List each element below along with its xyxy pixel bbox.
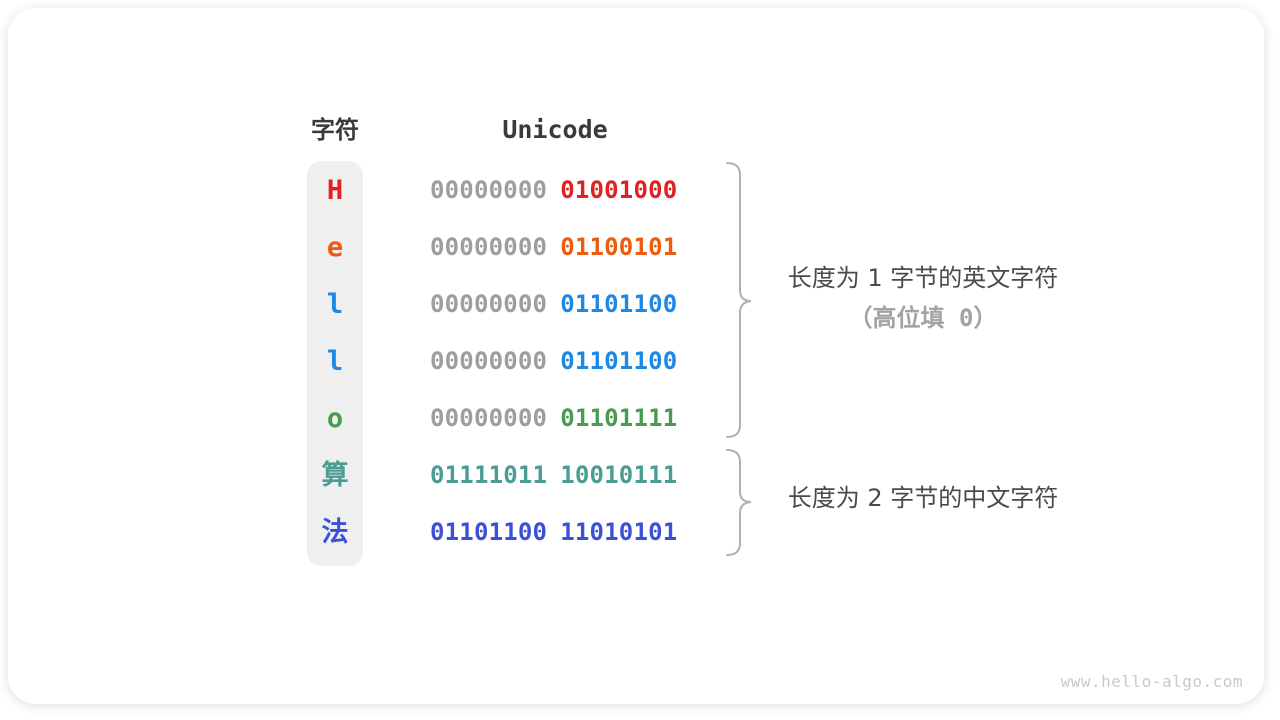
unicode-value-row: 00000000 01101111: [430, 390, 677, 447]
character-column-header: 字符: [311, 116, 359, 144]
annotation-subline: （高位填 0）: [848, 304, 998, 332]
character-cell: e: [326, 232, 344, 263]
brace-path: [726, 162, 752, 438]
high-byte: 01101100: [430, 518, 548, 546]
diagram-card: [8, 8, 1264, 704]
low-byte: 01100101: [560, 233, 678, 261]
character-cell: l: [326, 289, 344, 320]
low-byte: 01101100: [560, 347, 678, 375]
character-column-background: [307, 161, 363, 566]
character-cell: 法: [321, 517, 349, 548]
low-byte: 01001000: [560, 176, 678, 204]
unicode-value-row: 00000000 01100101: [430, 219, 677, 276]
high-byte: 01111011: [430, 461, 548, 489]
unicode-column: 00000000 01001000 00000000 01100101 000000…: [430, 162, 677, 561]
brace-chinese-group-icon: [726, 449, 752, 556]
unicode-value-row: 00000000 01101100: [430, 276, 677, 333]
brace-english-group-icon: [726, 162, 752, 438]
unicode-value-row: 01111011 10010111: [430, 447, 677, 504]
brace-path: [726, 449, 752, 556]
annotation-line: 长度为 1 字节的英文字符: [787, 264, 1059, 292]
watermark-url: www.hello-algo.com: [1060, 672, 1243, 691]
character-cell: H: [326, 175, 344, 206]
unicode-value-row: 01101100 11010101: [430, 504, 677, 561]
character-cell: l: [326, 346, 344, 377]
unicode-value-row: 00000000 01001000: [430, 162, 677, 219]
high-byte: 00000000: [430, 404, 548, 432]
high-byte: 00000000: [430, 233, 548, 261]
unicode-column-header: Unicode: [502, 115, 608, 144]
character-column: H e l l o 算 法: [307, 162, 363, 561]
annotation-english-chars: 长度为 1 字节的英文字符 （高位填 0）: [763, 262, 1083, 333]
low-byte: 10010111: [560, 461, 678, 489]
low-byte: 01101111: [560, 404, 678, 432]
unicode-value-row: 00000000 01101100: [430, 333, 677, 390]
low-byte: 01101100: [560, 290, 678, 318]
high-byte: 00000000: [430, 176, 548, 204]
high-byte: 00000000: [430, 290, 548, 318]
low-byte: 11010101: [560, 518, 678, 546]
character-cell: o: [326, 403, 344, 434]
annotation-chinese-chars: 长度为 2 字节的中文字符: [763, 482, 1083, 514]
annotation-line: 长度为 2 字节的中文字符: [787, 484, 1059, 512]
character-cell: 算: [321, 460, 349, 491]
high-byte: 00000000: [430, 347, 548, 375]
